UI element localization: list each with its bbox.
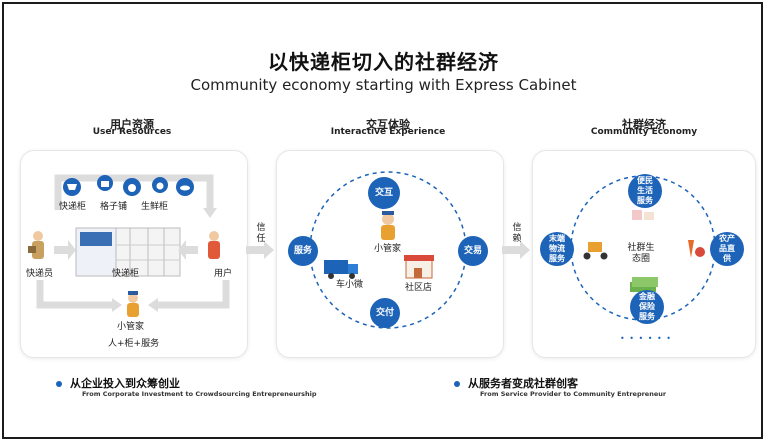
ellipsis-dots: • • • • • • [620,334,673,343]
service-icon [632,210,642,220]
node-transaction: 交易 [458,236,488,266]
node-convenience-services: 便民生活服务 [628,174,662,208]
label-courier: 快递员 [26,269,54,279]
carrot-icon [688,240,694,258]
label-grid-shop: 格子铺 [100,202,128,212]
label-vehicle: 车小微 [336,280,364,290]
title-english: Community economy starting with Express … [190,76,577,94]
section-title-interactive: 交互体验 [366,118,410,131]
scooter-icon [588,242,602,252]
label-community-ecosystem: 社群生态圈 [627,243,655,264]
node-finance-insurance: 金融保险服务 [630,290,664,324]
manager-center-icon [382,213,394,225]
label-manager-center: 小管家 [374,244,402,254]
node-service: 服务 [288,236,318,266]
footer-left-cn: 从企业投入到众筹创业 [70,377,180,390]
apple-produce-icon [695,247,705,257]
section-subtitle-user-resources: User Resources [92,127,172,137]
footer-left-title: 从企业投入到众筹创业 [56,375,180,391]
section-title-community: 社群经济 [622,118,666,131]
label-cabinet: 快递柜 [112,269,140,279]
bullet-icon [454,381,460,387]
connector-arrow-1 [246,241,274,259]
node-farm-produce: 农产品直供 [710,232,744,266]
label-fresh-cabinet: 生鲜柜 [141,202,169,212]
footer-right-cn: 从服务者变成社群创客 [468,377,578,390]
user-resources-graphic [28,174,230,317]
footer-right-en: From Service Provider to Community Entre… [480,390,667,398]
connector-label-reliance: 信赖 [512,223,522,244]
connector-label-trust: 信任 [256,223,266,244]
label-user: 用户 [214,269,233,279]
connector-arrow-2 [502,241,530,259]
bullet-icon [56,381,62,387]
label-express-cabinet: 快递柜 [59,202,87,212]
node-delivery: 交付 [370,298,400,328]
user-icon [209,231,219,241]
footer-right-title: 从服务者变成社群创客 [454,375,578,391]
label-formula: 人+柜+服务 [108,339,160,349]
section-subtitle-community: Community Economy [590,127,698,137]
section-subtitle-interactive: Interactive Experience [330,127,446,137]
courier-icon [33,231,43,241]
top-loop-arrow [54,174,214,210]
title-chinese: 以快递柜切入的社群经济 [268,50,499,74]
truck-icon [324,260,348,274]
label-community-store: 社区店 [405,283,433,293]
manager-icon [128,293,138,303]
node-logistics-services: 末端物流服务 [540,232,574,266]
node-interaction: 交互 [368,177,400,209]
footer-left-en: From Corporate Investment to Crowdsourci… [82,390,317,398]
section-title-user-resources: 用户资源 [110,118,154,131]
label-manager: 小管家 [117,322,145,332]
